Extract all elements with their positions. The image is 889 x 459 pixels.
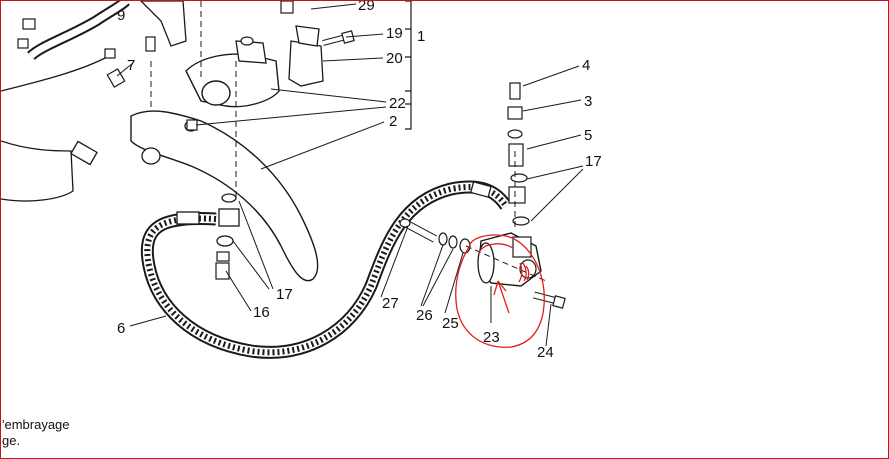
- small-fittings-left: [17, 1, 294, 131]
- callout-4: 4: [582, 57, 591, 74]
- callout-17-right: 17: [585, 153, 602, 170]
- callout-1: 1: [417, 28, 426, 45]
- callout-6: 6: [117, 320, 126, 337]
- callout-26: 26: [416, 307, 433, 324]
- callout-23: 23: [483, 329, 500, 346]
- caption-line-1: 'embrayage: [2, 417, 70, 432]
- master-cylinder: [140, 1, 324, 108]
- callout-17-left: 17: [276, 286, 293, 303]
- callout-19: 19: [386, 25, 403, 42]
- callout-29: 29: [358, 0, 375, 14]
- callout-7: 7: [127, 57, 136, 74]
- callout-2: 2: [389, 113, 398, 130]
- callout-24: 24: [537, 344, 554, 361]
- callout-22: 22: [389, 95, 406, 112]
- fitting-stack-left: [215, 193, 240, 280]
- group-bracket: [405, 1, 412, 130]
- red-annotation: [455, 234, 545, 348]
- callout-16: 16: [253, 304, 270, 321]
- hose-upper-left: [1, 1, 130, 92]
- cable-left: [1, 140, 98, 202]
- callout-3: 3: [584, 93, 593, 110]
- leader-lines: [90, 3, 584, 347]
- callout-20: 20: [386, 50, 403, 67]
- slave-cylinder: [399, 218, 566, 309]
- callout-27: 27: [382, 295, 399, 312]
- callout-9: 9: [117, 7, 126, 24]
- callout-5: 5: [584, 127, 593, 144]
- fitting-stack-right: [507, 82, 530, 226]
- callout-25: 25: [442, 315, 459, 332]
- hose-6: [140, 180, 512, 359]
- caption-line-2: ge.: [2, 433, 21, 448]
